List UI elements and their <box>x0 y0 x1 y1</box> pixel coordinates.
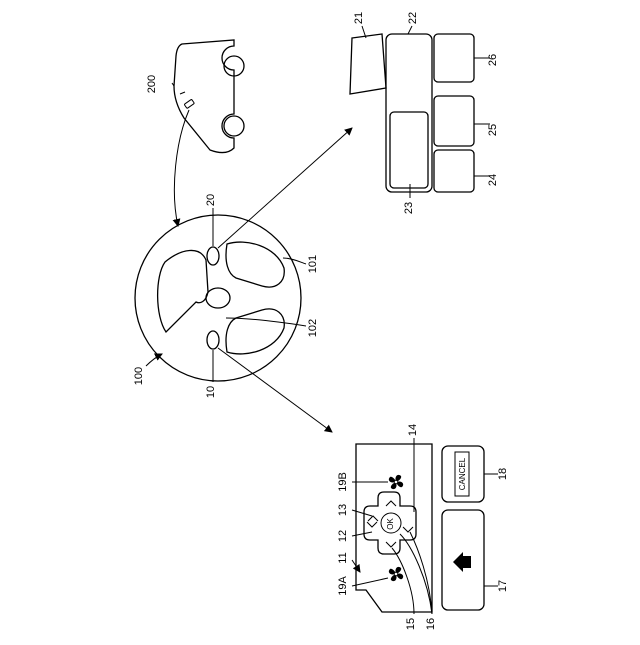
chevron-up-icon[interactable] <box>368 516 378 521</box>
chevron-right-icon[interactable] <box>386 501 396 506</box>
switch-10 <box>207 331 219 349</box>
control-panel: OK CANCEL 19B 14 13 12 11 19A 15 16 <box>337 424 509 630</box>
vehicle-200: 200 <box>146 40 244 226</box>
display-unit: 21 22 26 25 24 23 <box>350 12 499 214</box>
home-icon <box>453 552 471 572</box>
chevron-down-icon[interactable] <box>403 527 413 532</box>
display-area-26 <box>434 34 474 82</box>
ref-label-100: 100 <box>133 367 145 385</box>
wheel-rim <box>135 215 301 381</box>
ref-label-18: 18 <box>497 468 509 480</box>
display-area-21 <box>350 34 386 94</box>
ref-label-12: 12 <box>337 530 349 542</box>
ref-label-21: 21 <box>353 12 365 24</box>
spoke-window-top-right <box>226 242 284 287</box>
ok-button-label: OK <box>386 518 395 530</box>
fan-icon-19A[interactable] <box>389 567 403 581</box>
ref-label-19B: 19B <box>337 472 349 492</box>
ref-label-11: 11 <box>337 552 349 563</box>
ref-label-16: 16 <box>425 618 437 630</box>
ref-label-23: 23 <box>403 202 415 214</box>
vehicle-body <box>174 40 234 153</box>
cancel-button-label: CANCEL <box>458 457 467 490</box>
link-switch20-to-display <box>218 128 352 248</box>
ref-label-26: 26 <box>487 54 499 66</box>
ref-label-22: 22 <box>407 12 419 24</box>
ref-label-13: 13 <box>337 504 349 516</box>
steering-wheel-100: 20 101 102 100 10 <box>133 128 352 432</box>
ref-label-102: 102 <box>307 319 319 337</box>
ref-label-19A: 19A <box>337 576 349 596</box>
spoke-window-left <box>158 250 208 332</box>
display-area-25 <box>434 96 474 146</box>
wheel-hub <box>206 288 230 308</box>
in-vehicle-device <box>184 99 194 108</box>
link-switch10-to-panel <box>218 348 332 432</box>
ref-label-10: 10 <box>205 386 217 398</box>
switch-20 <box>207 247 219 265</box>
ref-label-101: 101 <box>307 255 319 273</box>
fan-icon-19B[interactable] <box>389 475 403 489</box>
ref-label-20: 20 <box>205 194 217 206</box>
ref-label-200: 200 <box>146 75 158 93</box>
ref-label-17: 17 <box>497 580 509 592</box>
link-vehicle-to-wheel <box>174 110 189 226</box>
display-area-22 <box>386 34 432 192</box>
chevron-left-icon[interactable] <box>367 522 377 527</box>
display-area-23 <box>390 112 428 188</box>
ref-label-15: 15 <box>405 618 417 630</box>
ref-label-25: 25 <box>487 124 499 136</box>
spoke-window-bottom-right <box>226 309 284 354</box>
chevron-down-bottom-icon[interactable] <box>386 542 396 547</box>
display-area-24 <box>434 150 474 192</box>
ref-label-14: 14 <box>407 424 419 436</box>
rear-wheel <box>224 116 244 136</box>
